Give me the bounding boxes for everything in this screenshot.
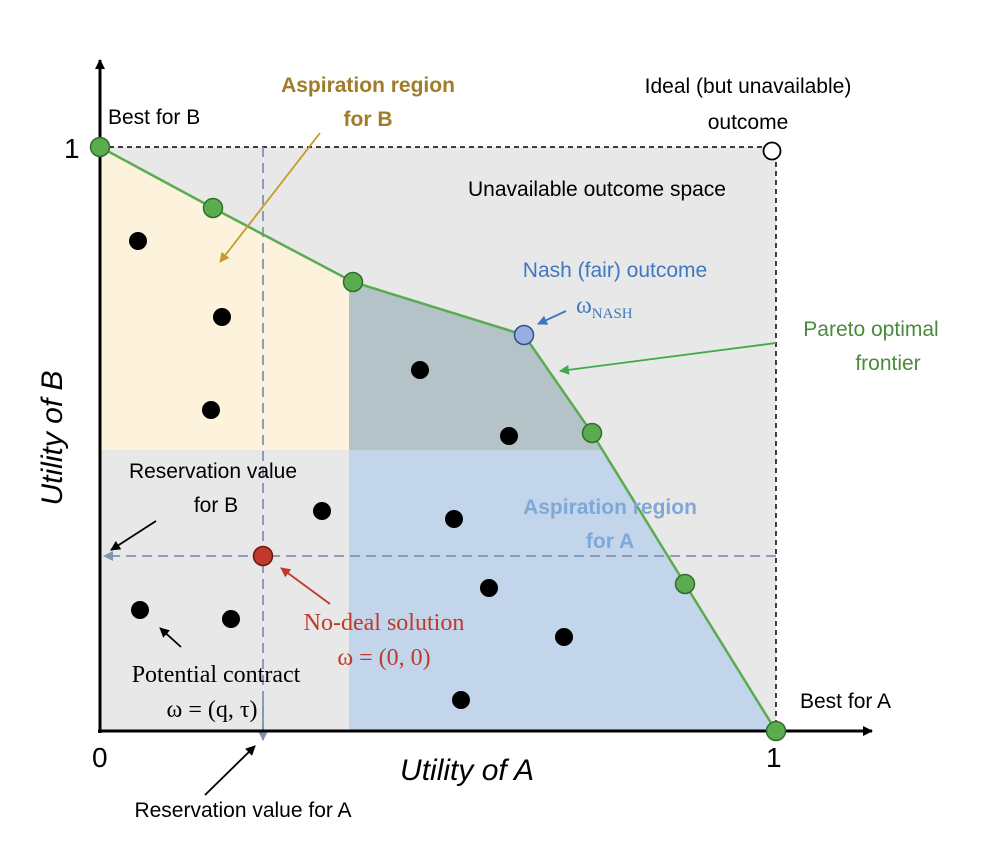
contract-point xyxy=(222,610,240,628)
pareto-point xyxy=(202,197,224,219)
pareto-point xyxy=(89,136,111,158)
ideal-label-line1: Ideal (but unavailable) xyxy=(645,75,852,98)
nash-subscript: NASH xyxy=(592,306,633,322)
reservation-a-label: Reservation value for A xyxy=(134,799,351,822)
x-tick-zero: 0 xyxy=(92,742,108,773)
pareto-arrow xyxy=(559,342,777,375)
reservation-a-pointer-arrow xyxy=(204,745,256,796)
pareto-point xyxy=(342,271,364,293)
contract-point xyxy=(555,628,573,646)
reservation-b-label-line2: for B xyxy=(194,494,238,517)
nash-omega: ω xyxy=(576,293,592,319)
potential-contract-arrow xyxy=(159,627,182,648)
aspiration-b-arrow xyxy=(219,132,321,263)
best-for-a-label: Best for A xyxy=(800,690,891,713)
pareto-point xyxy=(581,422,603,444)
contract-point xyxy=(411,361,429,379)
no-deal-label-line1: No-deal solution xyxy=(304,610,465,636)
aspiration-region-b xyxy=(100,147,349,450)
pareto-point xyxy=(674,573,696,595)
contract-point xyxy=(500,427,518,445)
aspiration-b-label-line1: Aspiration region xyxy=(281,74,455,97)
contract-point xyxy=(452,691,470,709)
contract-point xyxy=(131,601,149,619)
no-deal-point xyxy=(252,545,274,567)
nash-label: Nash (fair) outcome xyxy=(523,259,707,282)
aspiration-b-label-line2: for B xyxy=(344,108,393,131)
nash-point xyxy=(513,324,535,346)
potential-contracts xyxy=(129,232,573,709)
x-tick-one: 1 xyxy=(766,742,782,773)
nash-symbol: ωNASH xyxy=(576,293,633,322)
pareto-point xyxy=(765,720,787,742)
y-tick-one: 1 xyxy=(64,133,80,164)
contract-point xyxy=(445,510,463,528)
unavailable-space-label: Unavailable outcome space xyxy=(468,178,726,201)
aspiration-a-label-line1: Aspiration region xyxy=(523,496,697,519)
potential-contract-label-line2: ω = (q, τ) xyxy=(167,697,258,723)
contract-point xyxy=(202,401,220,419)
aspiration-a-label-line2: for A xyxy=(586,530,634,553)
reservation-b-arrow xyxy=(110,520,157,551)
aspiration-overlap-region xyxy=(349,282,604,450)
ideal-point xyxy=(762,141,782,161)
pareto-label-line1: Pareto optimal xyxy=(803,318,938,341)
contract-point xyxy=(480,579,498,597)
x-axis-title: Utility of A xyxy=(400,754,534,787)
contract-point xyxy=(313,502,331,520)
potential-contract-label-line1: Potential contract xyxy=(132,662,301,688)
no-deal-label-line2: ω = (0, 0) xyxy=(337,645,430,671)
y-axis-title: Utility of B xyxy=(36,370,69,505)
ideal-label-line2: outcome xyxy=(708,111,789,134)
pareto-points xyxy=(89,136,787,742)
nash-arrow xyxy=(537,310,567,325)
no-deal-arrow xyxy=(280,567,331,605)
reservation-b-label-line1: Reservation value xyxy=(129,460,297,483)
contract-point xyxy=(213,308,231,326)
contract-point xyxy=(129,232,147,250)
pareto-label-line2: frontier xyxy=(855,352,920,375)
best-for-b-label: Best for B xyxy=(108,106,200,129)
